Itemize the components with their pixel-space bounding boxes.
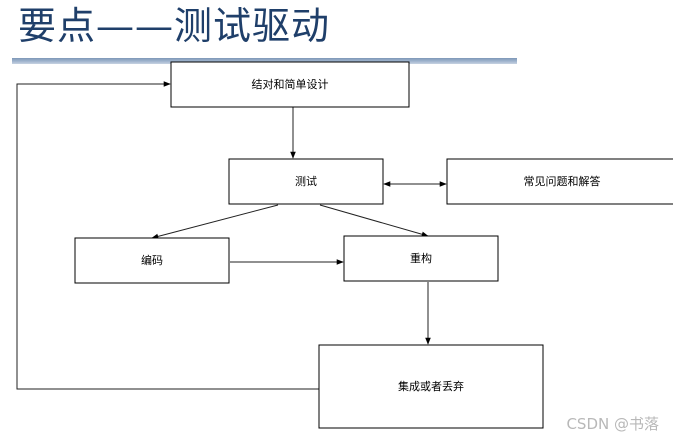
node-coding-label: 编码 — [141, 253, 163, 267]
node-refactor-label: 重构 — [410, 251, 432, 265]
edge-integrate-loop-to-design — [16, 81, 319, 390]
node-test: 测试 — [228, 158, 384, 205]
watermark: CSDN @书落 — [566, 415, 659, 433]
title-underline — [12, 58, 517, 64]
slide-title: 要点——测试驱动 — [18, 4, 331, 48]
node-test-label: 测试 — [295, 175, 317, 188]
edge-test-to-coding — [151, 204, 279, 240]
node-simple-design-label: 结对和简单设计 — [252, 77, 329, 91]
node-faq-label: 常见问题和解答 — [524, 174, 601, 188]
node-integrate-label: 集成或者丢弃 — [398, 379, 464, 393]
node-faq: 常见问题和解答 — [446, 158, 673, 205]
node-refactor: 重构 — [343, 235, 499, 282]
edge-test-to-refactor — [319, 204, 429, 237]
node-integrate: 集成或者丢弃 — [318, 344, 544, 429]
node-coding: 编码 — [74, 237, 230, 284]
node-simple-design: 结对和简单设计 — [170, 61, 410, 108]
